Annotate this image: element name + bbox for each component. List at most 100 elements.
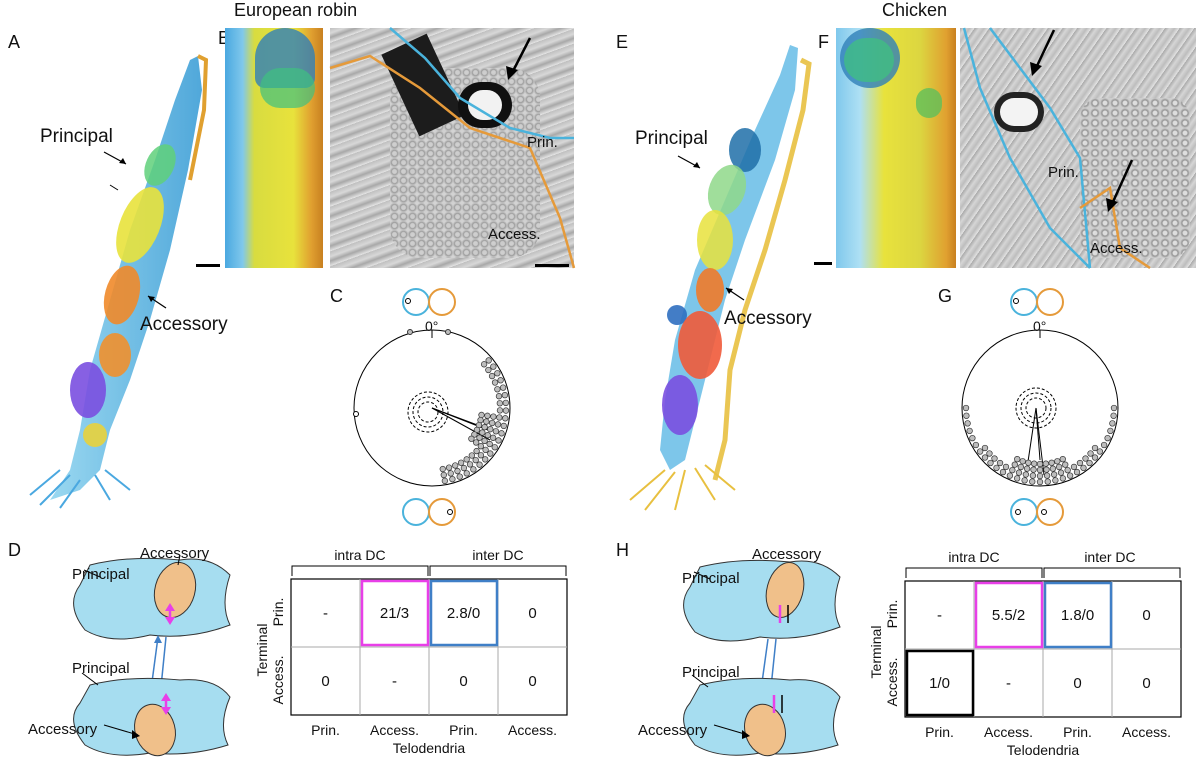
species-title-robin: European robin [234,0,358,20]
chicken-polar-point [1023,465,1031,472]
robin-polar-point [472,456,479,464]
robin-cell-1-3: 0 [528,672,537,690]
chicken-polar-point [1013,475,1021,482]
chicken-polar-point [1042,460,1050,467]
panel-letter-d: D [8,540,21,560]
robin-polar-point [468,452,476,459]
chicken-polar-point [1109,420,1116,427]
chicken-cell-0-1: 5.5/2 [991,606,1026,624]
robin-polar-point [485,366,492,374]
robin-col-0: Prin. [311,722,340,738]
robin-accessory-arrow [147,295,167,309]
robin-polar-point [477,452,485,459]
robin-row-access: Access. [270,655,286,705]
robin-polar-point [496,414,503,421]
robin-polar-point [487,450,494,457]
robin-polar-point [480,361,488,368]
chicken-em-prin-label: Prin. [1048,164,1079,181]
chicken-polar-point [1057,469,1065,476]
chicken-polar-point [1087,450,1094,457]
chicken-polar-point [1021,477,1028,484]
robin-col-axis: Telodendria [392,740,466,756]
panel-letter-c: C [330,286,343,306]
chicken-polar-point [1043,466,1050,473]
robin-polar-point [482,446,489,454]
robin-polar-point [447,470,454,477]
robin-accessory-label: Accessory [140,314,228,335]
robin-polar-point [445,464,453,471]
robin-polar-point [463,456,470,463]
chicken-col-3: Access. [1121,724,1171,740]
chicken-polar-plot [961,288,1119,526]
chicken-polar-point [1052,477,1059,484]
robin-polar-point [491,444,498,451]
chicken-polar-point [1036,478,1044,486]
chicken-principal-arrow [677,155,701,169]
chicken-polar-point [1050,471,1058,478]
robin-em-prin-label: Prin. [527,134,558,151]
chicken-polar-point [1056,463,1063,471]
chicken-zero-degree: 0° [1033,318,1047,334]
chicken-polar-point [1025,459,1032,466]
robin-polar-point [477,443,485,450]
robin-cell-1-1: - [392,672,397,690]
chicken-cell-1-2: 0 [1073,674,1082,692]
robin-polar-point [472,439,480,446]
chicken-cell-1-3: 0 [1142,674,1151,692]
chicken-polar-point [1036,460,1044,468]
chicken-polar-point [1062,461,1069,468]
robin-polar-point [473,447,480,455]
robin-col-2: Prin. [449,722,478,738]
chicken-cell-0-2: 1.8/0 [1060,606,1095,624]
robin-polar-point [496,400,503,407]
robin-em-micrograph [330,28,574,268]
chicken-group-inter: inter DC [1084,549,1136,565]
robin-polar-point [491,379,499,386]
chicken-polar-point [1100,441,1108,449]
chicken-row-axis: Terminal [868,625,884,679]
chicken-polar-point [1073,468,1081,476]
robin-polar-point [468,435,475,442]
robin-polar-point [476,434,483,441]
robin-d-accessory-bottom: Accessory [28,721,98,738]
robin-em-access-label: Access. [488,226,541,243]
chicken-accessory-arrow [725,287,745,301]
chicken-cell-0-0: - [937,606,942,624]
robin-3d-reconstruction [29,54,209,509]
robin-polar-point [495,437,502,444]
robin-polar-point [501,392,509,399]
chicken-polar-point [981,454,989,461]
robin-d-principal-top: Principal [72,566,130,583]
robin-polar-point [494,386,501,393]
robin-polar-point [479,429,486,436]
robin-cell-0-0: - [323,604,328,622]
panel-letter-a: A [8,32,21,52]
species-title-chicken: Chicken [882,0,948,20]
robin-col-3: Access. [507,722,557,738]
chicken-polar-point [1104,434,1111,442]
robin-polar-point [488,372,496,380]
robin-d-principal-bottom: Principal [72,660,130,677]
chicken-polar-point [981,444,989,452]
robin-group-inter: inter DC [472,547,524,563]
chicken-polar-point [993,464,1000,472]
robin-polar-point [489,434,497,441]
robin-polar-point [454,467,461,475]
robin-group-intra: intra DC [334,547,386,563]
robin-polar-point [502,399,509,406]
chicken-col-1: Access. [983,724,1033,740]
robin-polar-point [500,422,507,430]
robin-polar-point [502,407,510,414]
chicken-h-principal-top: Principal [682,570,740,587]
panel-letter-g: G [938,286,953,306]
chicken-polar-point [1030,460,1038,467]
robin-scale-bar-b [196,264,220,267]
robin-zero-degree: 0° [425,318,439,334]
chicken-em-outlines [962,27,1151,270]
robin-cell-1-0: 0 [321,672,330,690]
chicken-polar-point [1011,461,1018,468]
chicken-scale-bar-f [814,262,832,265]
chicken-row-access: Access. [884,657,900,707]
chicken-row-prin: Prin. [884,599,900,629]
robin-cell-0-3: 0 [528,604,537,622]
